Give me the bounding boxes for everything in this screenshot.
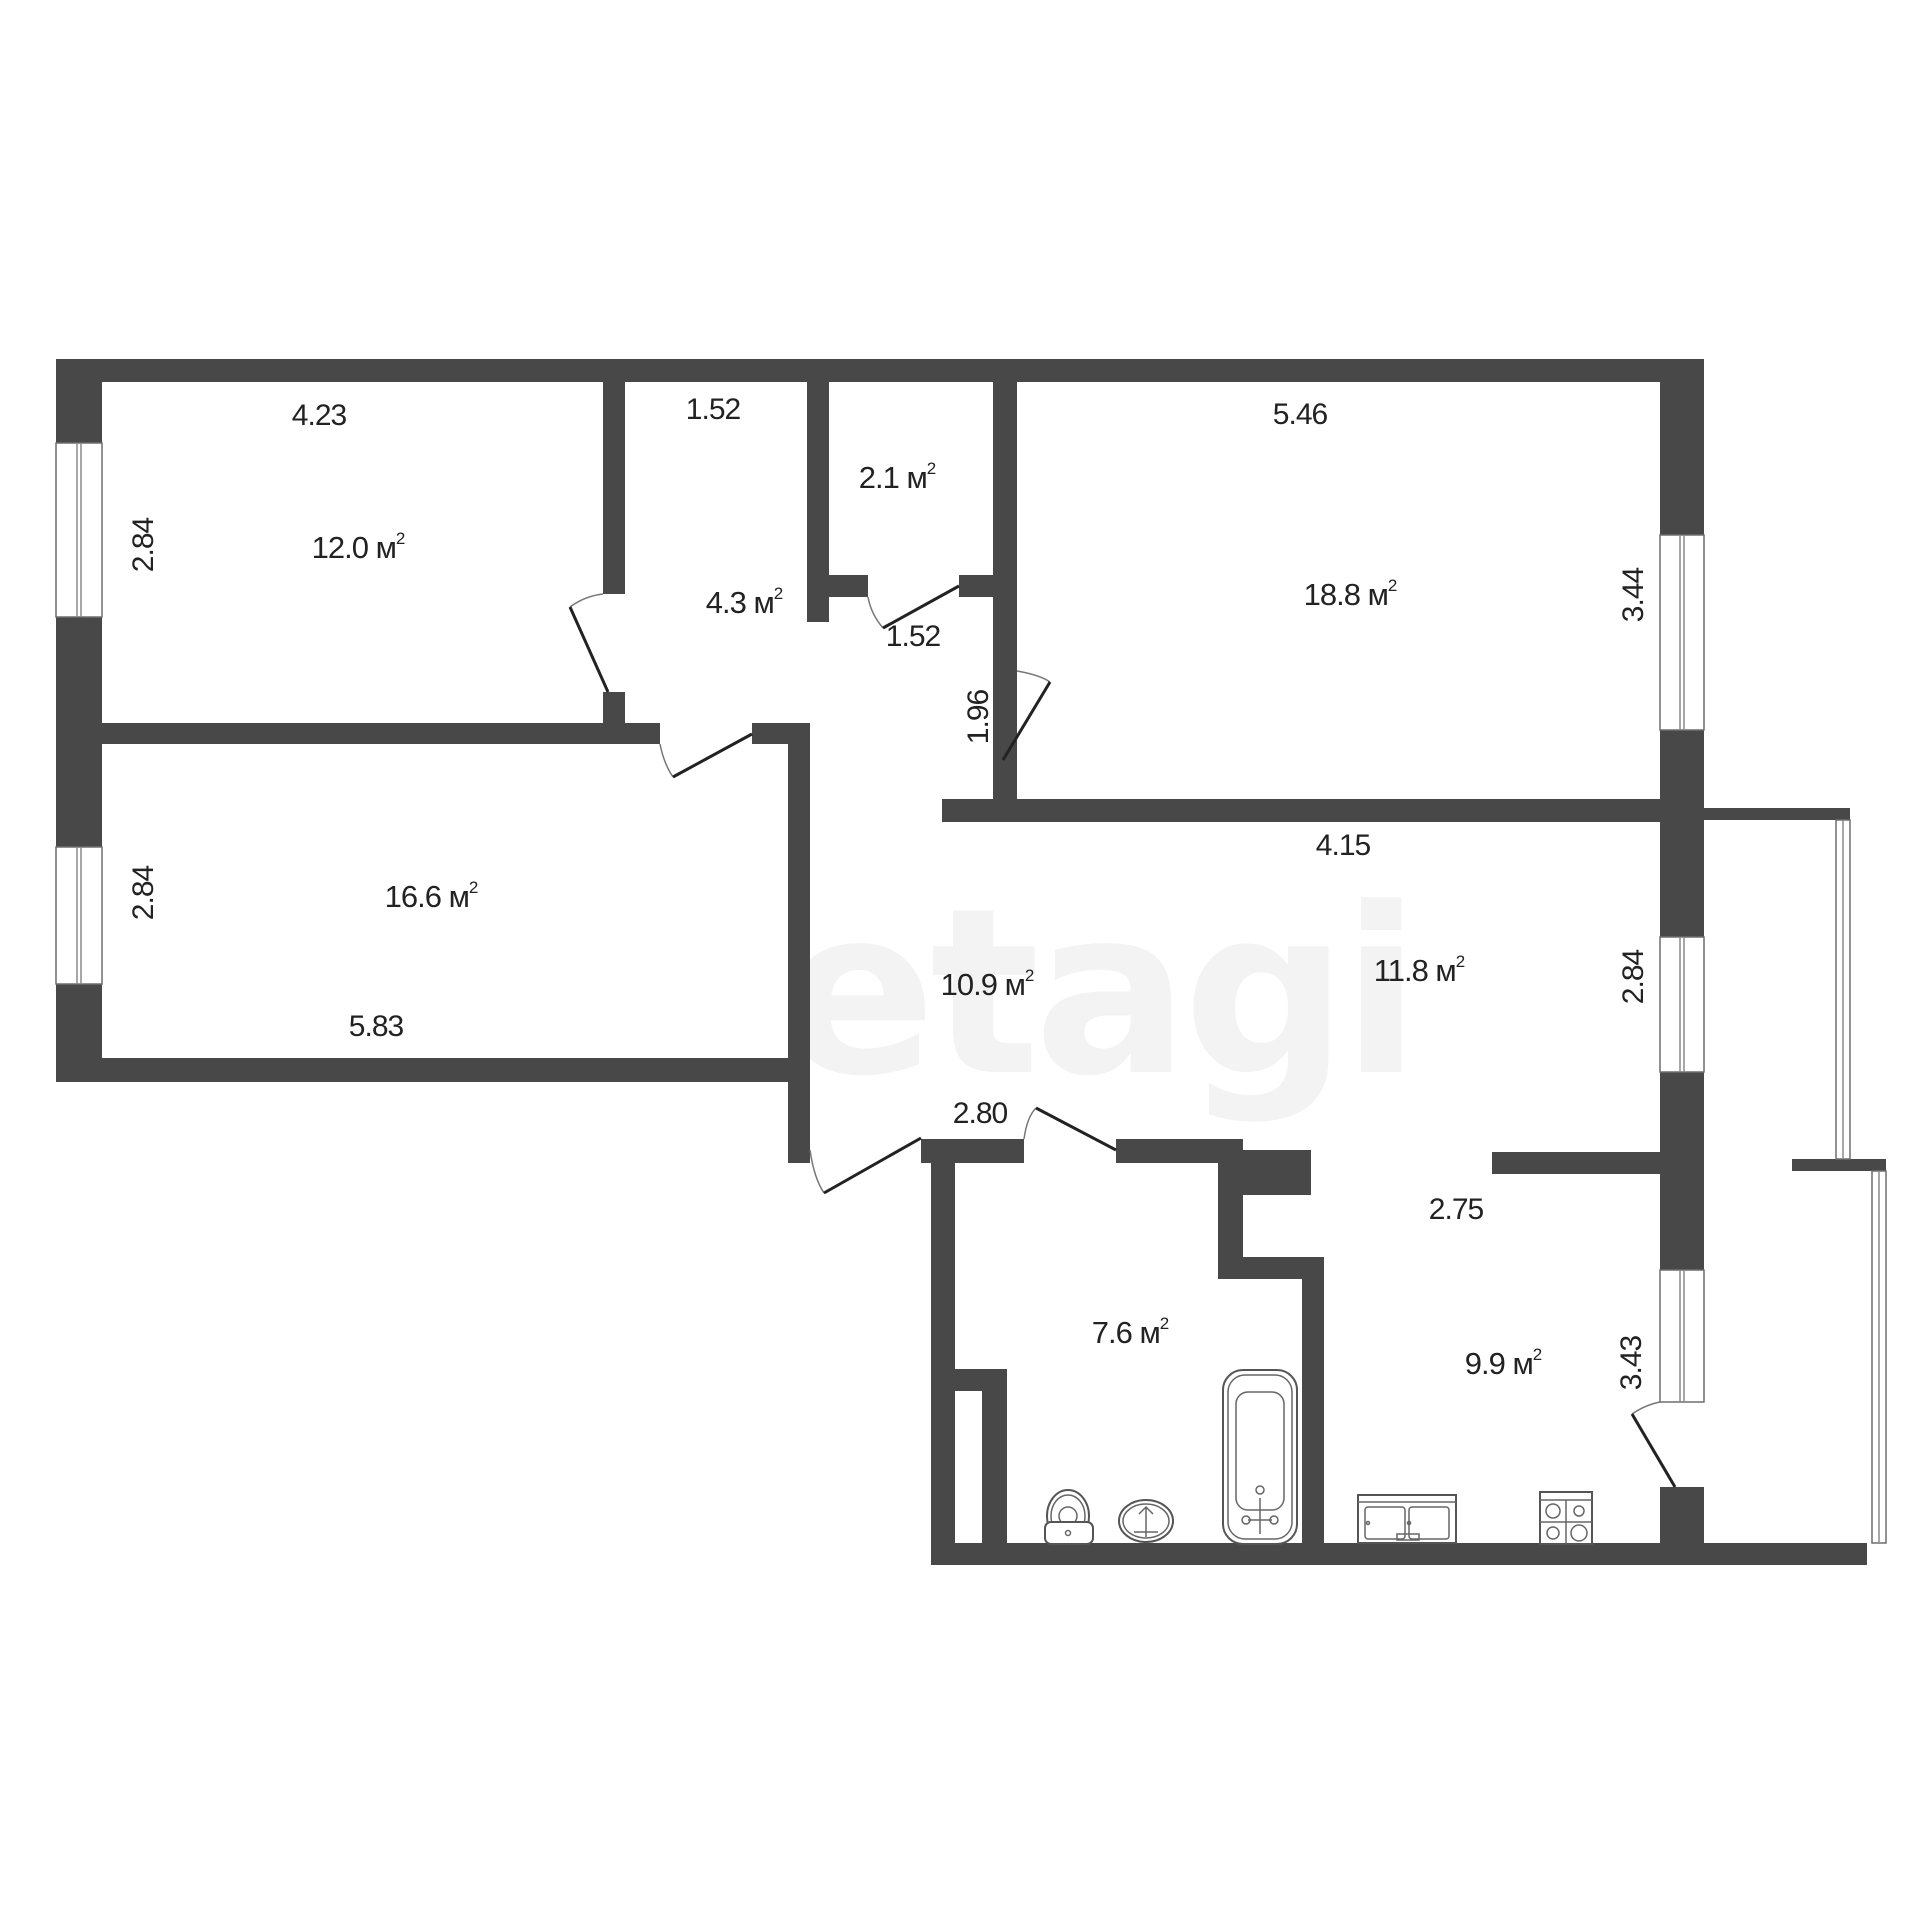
area-hall-small: 4.3 м2 [705, 583, 784, 620]
dim-living-depth: 3.44 [1617, 567, 1650, 623]
balcony-glazing-lower [1871, 1170, 1887, 1544]
window-room-11-8 [1659, 936, 1705, 1073]
dim-bedroom-1-width: 4.23 [291, 399, 347, 432]
toilet-icon [1044, 1489, 1094, 1545]
washbasin-icon [1118, 1499, 1174, 1543]
area-living-room: 18.8 м2 [1303, 575, 1398, 612]
window-kitchen [1659, 1269, 1705, 1403]
area-bedroom-2: 16.6 м2 [384, 877, 479, 914]
area-bedroom-1: 12.0 м2 [311, 528, 406, 565]
window-bedroom-2 [55, 846, 103, 985]
balcony-glazing-upper [1835, 819, 1851, 1160]
dim-room-11-8-width: 4.15 [1315, 829, 1371, 862]
door-balcony [1630, 1401, 1677, 1488]
dim-bathroom-width: 2.80 [952, 1097, 1008, 1130]
door-storage [867, 584, 960, 630]
window-bedroom-1 [55, 442, 103, 618]
dim-kitchen-width: 2.75 [1428, 1193, 1484, 1226]
door-living-room [1001, 670, 1052, 761]
dim-corridor: 1.96 [962, 689, 995, 745]
dim-storage-width: 1.52 [885, 620, 941, 653]
door-bathroom [1023, 1106, 1117, 1152]
kitchen-sink-icon [1357, 1494, 1457, 1544]
area-corridor: 10.9 м2 [940, 965, 1035, 1002]
door-entrance [809, 1136, 922, 1195]
watermark: etagi [780, 860, 1421, 1127]
area-storage: 2.1 м2 [858, 458, 937, 495]
dim-bedroom-2-depth: 2.84 [127, 865, 160, 921]
dim-kitchen-depth: 3.43 [1615, 1335, 1648, 1391]
dim-living-width: 5.46 [1272, 398, 1328, 431]
walls [56, 359, 1886, 1565]
dim-room-11-8-depth: 2.84 [1617, 949, 1650, 1005]
door-bedroom-1 [568, 593, 610, 693]
bathtub-icon [1222, 1369, 1298, 1545]
area-kitchen: 9.9 м2 [1464, 1344, 1543, 1381]
dim-bedroom-2-width: 5.83 [348, 1010, 404, 1043]
area-room-11-8: 11.8 м2 [1373, 951, 1465, 988]
area-bathroom: 7.6 м2 [1091, 1313, 1170, 1350]
dim-hall-width: 1.52 [685, 393, 741, 426]
door-bedroom-2 [659, 732, 753, 779]
doors [568, 584, 1677, 1488]
windows [55, 442, 1887, 1544]
dim-bedroom-1-depth: 2.84 [127, 517, 160, 573]
stove-icon [1539, 1491, 1593, 1545]
window-living-room [1659, 534, 1705, 731]
